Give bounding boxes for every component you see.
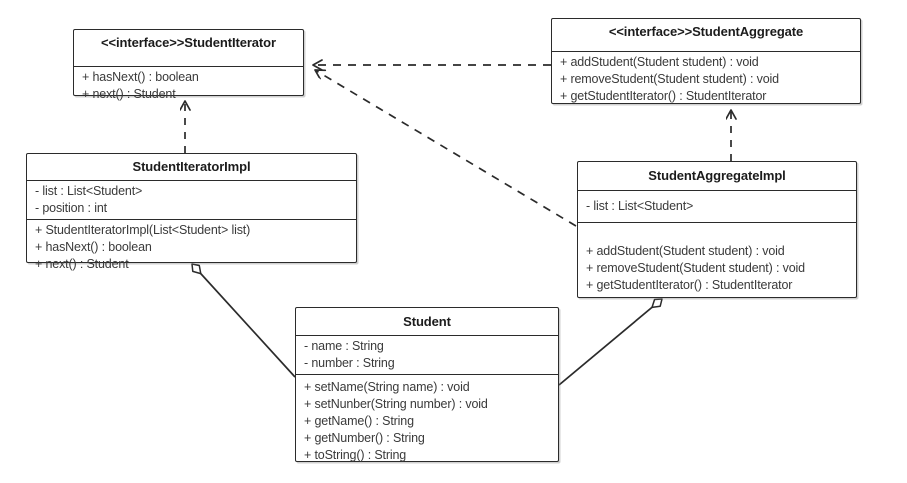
class-title-student: Student [403, 314, 451, 329]
class-title-student-iterator-impl: StudentIteratorImpl [132, 159, 251, 174]
class-attributes-student-aggregate-impl: - list : List<Student> [578, 191, 856, 222]
method-item: + getStudentIterator() : StudentIterator [586, 278, 793, 292]
method-item: + hasNext() : boolean [35, 240, 152, 254]
class-box-student[interactable]: Student - name : String - number : Strin… [295, 307, 559, 462]
attribute-item: - number : String [304, 356, 395, 370]
class-box-student-aggregate-impl[interactable]: StudentAggregateImpl - list : List<Stude… [577, 161, 857, 298]
method-item: + next() : Student [35, 257, 129, 271]
method-item: + toString() : String [304, 448, 407, 462]
class-methods-student: + setName(String name) : void + setNunbe… [296, 375, 558, 466]
class-methods-student-aggregate: + addStudent(Student student) : void + r… [552, 52, 860, 107]
method-item: + setName(String name) : void [304, 380, 470, 394]
class-box-student-iterator[interactable]: <<interface>>StudentIterator + hasNext()… [73, 29, 304, 101]
class-separator [296, 374, 558, 375]
class-box-student-iterator-impl[interactable]: StudentIteratorImpl - list : List<Studen… [26, 153, 357, 271]
class-title-student-aggregate-impl: StudentAggregateImpl [648, 168, 786, 183]
method-item: + addStudent(Student student) : void [586, 244, 785, 258]
method-item: + StudentIteratorImpl(List<Student> list… [35, 223, 251, 237]
method-item: + removeStudent(Student student) : void [586, 261, 805, 275]
class-separator [296, 335, 558, 336]
class-methods-student-aggregate-impl: + addStudent(Student student) : void + r… [578, 223, 856, 296]
class-title-student-iterator: <<interface>>StudentIterator [101, 35, 276, 50]
class-box-student-aggregate[interactable]: <<interface>>StudentAggregate + addStude… [551, 18, 861, 104]
class-methods-student-iterator: + hasNext() : boolean + next() : Student [74, 67, 303, 105]
method-item: + setNunber(String number) : void [304, 397, 488, 411]
class-attributes-student: - name : String - number : String [296, 336, 558, 374]
class-separator [27, 219, 356, 220]
class-title-student-aggregate: <<interface>>StudentAggregate [608, 24, 804, 39]
class-separator [578, 222, 856, 223]
attribute-item: - position : int [35, 201, 107, 215]
method-item: + removeStudent(Student student) : void [560, 72, 779, 86]
class-methods-student-iterator-impl: + StudentIteratorImpl(List<Student> list… [27, 220, 356, 275]
class-separator [578, 190, 856, 191]
class-separator [27, 180, 356, 181]
class-separator [74, 66, 303, 67]
class-separator [552, 51, 860, 52]
class-attributes-student-iterator-impl: - list : List<Student> - position : int [27, 181, 356, 219]
method-item: + hasNext() : boolean [82, 70, 199, 84]
method-item: + getNumber() : String [304, 431, 425, 445]
edge-iteratorimpl-aggregates-student [191, 263, 296, 378]
attribute-item: - name : String [304, 339, 384, 353]
attribute-item: - list : List<Student> [586, 199, 694, 213]
method-item: + getName() : String [304, 414, 414, 428]
method-item: + addStudent(Student student) : void [560, 55, 759, 69]
edge-aggregateimpl-aggregates-student [558, 298, 663, 386]
attribute-item: - list : List<Student> [35, 184, 143, 198]
method-item: + next() : Student [82, 87, 176, 101]
method-item: + getStudentIterator() : StudentIterator [560, 89, 767, 103]
